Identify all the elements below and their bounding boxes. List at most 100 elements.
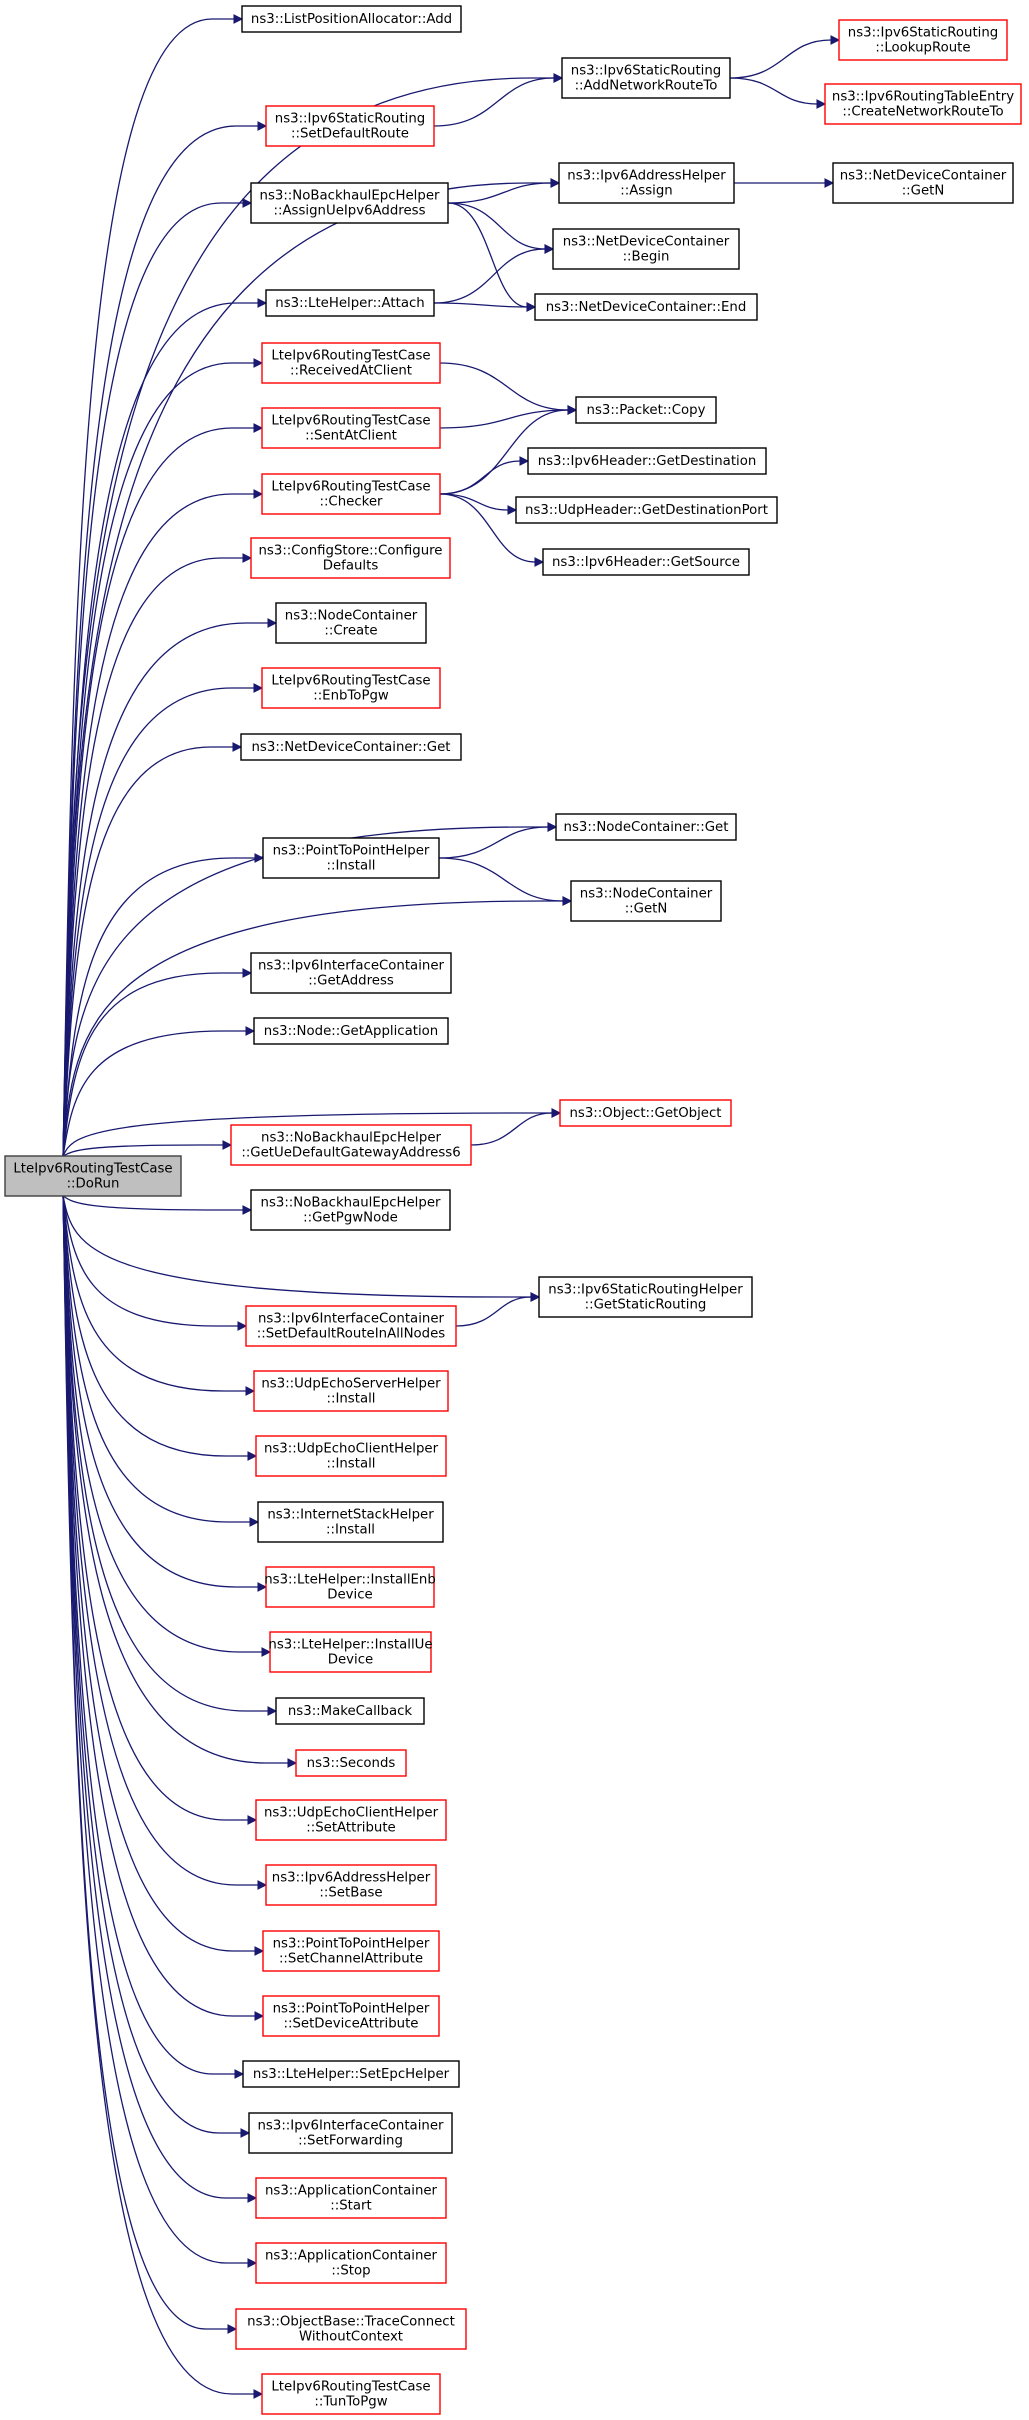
node-objectbase-traceconnectwithoutcontext-box bbox=[235, 2308, 467, 2350]
node-udpheader-getdestinationport[interactable]: ns3::UdpHeader::GetDestinationPort bbox=[515, 496, 778, 524]
node-lteipv6routingtestcase-enbtopgw-label-line-2: ::EnbToPgw bbox=[313, 689, 389, 704]
edge-lteipv6routingtestcase-dorun-to-nobackhaulepchelper-getpgwnode bbox=[62, 1195, 243, 1211]
node-pointtopointhelper-setdeviceattribute[interactable]: ns3::PointToPointHelper::SetDeviceAttrib… bbox=[262, 1995, 440, 2037]
node-udpheader-getdestinationport-box bbox=[515, 496, 778, 524]
node-ipv6interfacecontainer-setforwarding-label-line-2: ::SetForwarding bbox=[298, 2134, 403, 2149]
node-listpositionallocator-add[interactable]: ns3::ListPositionAllocator::Add bbox=[241, 5, 462, 33]
node-nobackhaulepchelper-getuedefaultgatewayaddress6-box bbox=[230, 1124, 472, 1166]
node-ipv6addresshelper-assign[interactable]: ns3::Ipv6AddressHelper::Assign bbox=[558, 162, 735, 204]
edge-arrowhead bbox=[253, 489, 264, 499]
node-udpechoclienthelper-install[interactable]: ns3::UdpEchoClientHelper::Install bbox=[255, 1435, 447, 1477]
edge-arrowhead bbox=[253, 358, 264, 368]
node-seconds-box bbox=[295, 1749, 407, 1777]
node-object-getobject[interactable]: ns3::Object::GetObject bbox=[559, 1099, 732, 1127]
node-objectbase-traceconnectwithoutcontext[interactable]: ns3::ObjectBase::TraceConnectWithoutCont… bbox=[235, 2308, 467, 2350]
edge-arrowhead bbox=[544, 244, 555, 254]
node-netdevicecontainer-getn[interactable]: ns3::NetDeviceContainer::GetN bbox=[832, 162, 1014, 204]
node-makecallback[interactable]: ns3::MakeCallback bbox=[275, 1697, 425, 1725]
node-nobackhaulepchelper-getpgwnode[interactable]: ns3::NoBackhaulEpcHelper::GetPgwNode bbox=[250, 1189, 451, 1231]
edge-arrowhead bbox=[254, 853, 265, 863]
node-objectbase-traceconnectwithoutcontext-label-line-2: WithoutContext bbox=[299, 2330, 403, 2345]
edge-lteipv6routingtestcase-dorun-to-nobackhaulepchelper-getuedefaultgatewayaddress6 bbox=[62, 1144, 223, 1157]
edge-lteipv6routingtestcase-dorun-to-nodecontainer-create bbox=[62, 622, 268, 1157]
node-ltehelper-setepchelper[interactable]: ns3::LteHelper::SetEpcHelper bbox=[242, 2060, 460, 2088]
node-ipv6interfacecontainer-setforwarding-box bbox=[248, 2112, 453, 2154]
node-nodecontainer-create[interactable]: ns3::NodeContainer::Create bbox=[275, 602, 427, 644]
edge-arrowhead bbox=[222, 1140, 233, 1150]
edge-lteipv6routingtestcase-dorun-to-objectbase-traceconnectwithoutcontext bbox=[62, 1195, 228, 2330]
node-lteipv6routingtestcase-checker[interactable]: LteIpv6RoutingTestCase::Checker bbox=[261, 473, 441, 515]
node-ipv6staticrouting-addnetworkrouteto-box bbox=[561, 57, 731, 99]
node-netdevicecontainer-begin[interactable]: ns3::NetDeviceContainer::Begin bbox=[552, 228, 740, 270]
node-packet-copy[interactable]: ns3::Packet::Copy bbox=[575, 396, 717, 424]
node-lteipv6routingtestcase-tuntopgw[interactable]: LteIpv6RoutingTestCase::TunToPgw bbox=[261, 2373, 441, 2415]
edge-lteipv6routingtestcase-checker-to-ipv6header-getsource bbox=[439, 493, 536, 563]
node-ltehelper-setepchelper-box bbox=[242, 2060, 460, 2088]
node-ipv6staticroutinghelper-getstaticrouting[interactable]: ns3::Ipv6StaticRoutingHelper::GetStaticR… bbox=[538, 1276, 753, 1318]
node-applicationcontainer-start[interactable]: ns3::ApplicationContainer::Start bbox=[255, 2177, 447, 2219]
node-ipv6addresshelper-setbase[interactable]: ns3::Ipv6AddressHelper::SetBase bbox=[265, 1864, 437, 1906]
node-ipv6header-getsource[interactable]: ns3::Ipv6Header::GetSource bbox=[542, 548, 750, 576]
edge-arrowhead bbox=[519, 456, 530, 466]
node-nobackhaulepchelper-getuedefaultgatewayaddress6[interactable]: ns3::NoBackhaulEpcHelper::GetUeDefaultGa… bbox=[230, 1124, 472, 1166]
node-netdevicecontainer-get-label-line-1: ns3::NetDeviceContainer::Get bbox=[252, 740, 451, 755]
edge-lteipv6routingtestcase-dorun-to-ltehelper-installuedevice bbox=[62, 1195, 262, 1653]
edge-arrowhead bbox=[245, 1026, 256, 1036]
node-ipv6interfacecontainer-setforwarding[interactable]: ns3::Ipv6InterfaceContainer::SetForwardi… bbox=[248, 2112, 453, 2154]
node-nodecontainer-get[interactable]: ns3::NodeContainer::Get bbox=[555, 813, 737, 841]
node-pointtopointhelper-install[interactable]: ns3::PointToPointHelper::Install bbox=[262, 837, 440, 879]
node-udpechoclienthelper-setattribute[interactable]: ns3::UdpEchoClientHelper::SetAttribute bbox=[255, 1799, 447, 1841]
node-ltehelper-attach[interactable]: ns3::LteHelper::Attach bbox=[265, 289, 435, 317]
node-lteipv6routingtestcase-receivedatclient[interactable]: LteIpv6RoutingTestCase::ReceivedAtClient bbox=[261, 342, 441, 384]
edge-lteipv6routingtestcase-dorun-to-nobackhaulepchelper-assignueipv6address bbox=[62, 202, 243, 1157]
edge-lteipv6routingtestcase-dorun-to-udpechoserverhelper-install bbox=[62, 1195, 246, 1392]
node-nodecontainer-getn[interactable]: ns3::NodeContainer::GetN bbox=[570, 880, 722, 922]
node-ltehelper-attach-label-line-1: ns3::LteHelper::Attach bbox=[275, 296, 424, 311]
node-lteipv6routingtestcase-checker-label-line-1: LteIpv6RoutingTestCase bbox=[271, 480, 430, 495]
edge-arrowhead bbox=[247, 2258, 258, 2268]
node-ipv6staticrouting-lookuproute[interactable]: ns3::Ipv6StaticRouting::LookupRoute bbox=[838, 19, 1008, 61]
node-ipv6header-getdestination[interactable]: ns3::Ipv6Header::GetDestination bbox=[527, 447, 767, 475]
edge-arrowhead bbox=[253, 2389, 264, 2399]
edge-lteipv6routingtestcase-dorun-to-ipv6interfacecontainer-setforwarding bbox=[62, 1195, 241, 2134]
node-internetstackhelper-install[interactable]: ns3::InternetStackHelper::Install bbox=[257, 1501, 444, 1543]
node-applicationcontainer-stop[interactable]: ns3::ApplicationContainer::Stop bbox=[255, 2242, 447, 2284]
edge-arrowhead bbox=[242, 553, 253, 563]
node-ipv6interfacecontainer-getaddress[interactable]: ns3::Ipv6InterfaceContainer::GetAddress bbox=[250, 952, 452, 994]
node-seconds[interactable]: ns3::Seconds bbox=[295, 1749, 407, 1777]
node-ipv6staticrouting-addnetworkrouteto[interactable]: ns3::Ipv6StaticRouting::AddNetworkRouteT… bbox=[561, 57, 731, 99]
node-configstore-configuredefaults-label-line-1: ns3::ConfigStore::Configure bbox=[259, 544, 443, 559]
edge-arrowhead bbox=[287, 1758, 298, 1768]
node-pointtopointhelper-setchannelattribute-label-line-1: ns3::PointToPointHelper bbox=[273, 1937, 430, 1952]
node-ipv6routingtableentry-createnetworkrouteto[interactable]: ns3::Ipv6RoutingTableEntry::CreateNetwor… bbox=[824, 83, 1022, 125]
node-node-getapplication[interactable]: ns3::Node::GetApplication bbox=[253, 1017, 449, 1045]
node-ipv6staticrouting-setdefaultroute[interactable]: ns3::Ipv6StaticRouting::SetDefaultRoute bbox=[265, 105, 435, 147]
node-nobackhaulepchelper-assignueipv6address[interactable]: ns3::NoBackhaulEpcHelper::AssignUeIpv6Ad… bbox=[250, 182, 449, 224]
node-lteipv6routingtestcase-dorun[interactable]: LteIpv6RoutingTestCase::DoRun bbox=[4, 1155, 182, 1197]
node-lteipv6routingtestcase-sentatclient[interactable]: LteIpv6RoutingTestCase::SentAtClient bbox=[261, 407, 441, 449]
node-nobackhaulepchelper-assignueipv6address-label-line-2: ::AssignUeIpv6Address bbox=[273, 204, 425, 219]
node-internetstackhelper-install-label-line-1: ns3::InternetStackHelper bbox=[267, 1508, 434, 1523]
edge-arrowhead bbox=[254, 2011, 265, 2021]
node-lteipv6routingtestcase-enbtopgw[interactable]: LteIpv6RoutingTestCase::EnbToPgw bbox=[261, 667, 441, 709]
edge-lteipv6routingtestcase-dorun-to-lteipv6routingtestcase-tuntopgw bbox=[62, 1195, 254, 2395]
node-pointtopointhelper-install-label-line-2: ::Install bbox=[327, 859, 376, 874]
node-nobackhaulepchelper-assignueipv6address-box bbox=[250, 182, 449, 224]
node-pointtopointhelper-setchannelattribute[interactable]: ns3::PointToPointHelper::SetChannelAttri… bbox=[262, 1930, 440, 1972]
edge-arrowhead bbox=[242, 1205, 253, 1215]
node-makecallback-box bbox=[275, 1697, 425, 1725]
node-applicationcontainer-start-label-line-2: ::Start bbox=[330, 2199, 371, 2214]
node-udpechoserverhelper-install[interactable]: ns3::UdpEchoServerHelper::Install bbox=[253, 1370, 449, 1412]
node-ltehelper-installuedevice-label-line-2: Device bbox=[328, 1653, 373, 1668]
node-ipv6interfacecontainer-getaddress-label-line-1: ns3::Ipv6InterfaceContainer bbox=[258, 959, 445, 974]
edge-arrowhead bbox=[562, 896, 573, 906]
node-listpositionallocator-add-label-line-1: ns3::ListPositionAllocator::Add bbox=[251, 12, 452, 27]
node-pointtopointhelper-setchannelattribute-box bbox=[262, 1930, 440, 1972]
node-ipv6interfacecontainer-setdefaultrouteinallnodes[interactable]: ns3::Ipv6InterfaceContainer::SetDefaultR… bbox=[245, 1305, 457, 1347]
node-netdevicecontainer-get[interactable]: ns3::NetDeviceContainer::Get bbox=[240, 733, 462, 761]
node-netdevicecontainer-end[interactable]: ns3::NetDeviceContainer::End bbox=[534, 293, 758, 321]
